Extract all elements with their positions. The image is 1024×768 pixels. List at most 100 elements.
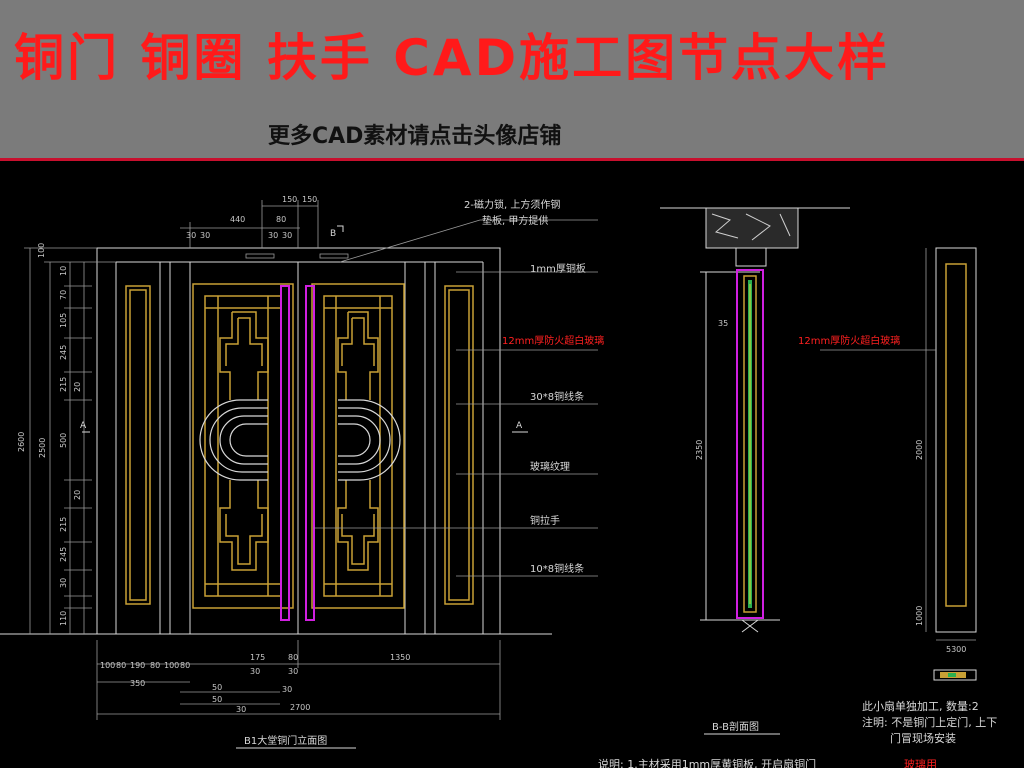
top-dim-30a: 30 — [186, 231, 196, 240]
ceiling-block — [705, 207, 799, 249]
bb-section: 35 2350 B-B剖面图 — [660, 207, 850, 735]
callout-strip-10: 10*8铜线条 — [530, 562, 584, 575]
callout-copper-plate: 1mm厚铜板 — [530, 262, 586, 275]
bottom-dim-100a: 100 — [100, 661, 115, 670]
note-line-2: 注明: 不是铜门上定门, 上下 — [862, 715, 997, 729]
bottom-dim-labels: 100 80 190 80 100 80 175 80 1350 350 30 … — [100, 653, 410, 714]
top-dimension-chain — [180, 200, 349, 259]
bottom-dim-30d: 30 — [236, 705, 246, 714]
callout-magnet-lock-2: 垫板, 甲方提供 — [482, 214, 548, 227]
dim-total-label: 2600 — [17, 432, 26, 452]
side-dim-height: 2000 — [915, 440, 924, 460]
left-leaf-ring-ornament — [199, 399, 268, 481]
right-side-panel — [444, 285, 474, 605]
dim-label-1: 10 — [59, 266, 68, 276]
left-ring-arc-1 — [199, 399, 268, 481]
left-leaf-outer — [192, 283, 294, 609]
dim-inner-label: 2500 — [38, 438, 47, 458]
right-leaf-fret-bottom — [337, 480, 379, 571]
note-bottom: 说明: 1.主材采用1mm厚黄铜板, 开启扇铜门 — [598, 757, 816, 768]
bottom-dim-80c: 80 — [180, 661, 190, 670]
callout-handle: 铜拉手 — [530, 514, 560, 527]
dim-label-10: 245 — [59, 547, 68, 562]
left-dimension-chain — [24, 247, 116, 634]
section-frame-magenta — [736, 269, 764, 619]
callout-labels: 2-磁力锁, 上方须作钢 垫板, 甲方提供 1mm厚铜板 12mm厚防火超白玻璃… — [464, 198, 604, 575]
bottom-dim-350: 350 — [130, 679, 145, 688]
left-leaf-inner — [204, 295, 282, 597]
section-mark-a-right: A — [516, 421, 523, 431]
right-side-panel-inner — [448, 289, 470, 601]
top-dim-440: 440 — [230, 215, 245, 224]
door-handles — [280, 285, 315, 621]
right-leaf-outer — [311, 283, 405, 609]
section-mark-b: B — [330, 229, 336, 239]
side-fire-glass: 12mm厚防火超白玻璃 — [798, 334, 900, 347]
dim-label-5: 215 — [59, 377, 68, 392]
left-ring-arc-3 — [219, 415, 268, 465]
bottom-dim-30a: 30 — [250, 667, 260, 676]
elevation-caption: B1大堂铜门立面图 — [244, 734, 327, 747]
callout-glass-pattern: 玻璃纹理 — [530, 460, 570, 473]
right-ring-arc-3 — [338, 415, 381, 465]
dim-label-9: 215 — [59, 517, 68, 532]
small-leaf-plan — [933, 669, 977, 681]
bottom-dim-100b: 100 — [164, 661, 179, 670]
bottom-dim-30b: 30 — [288, 667, 298, 676]
callout-magnet-lock: 2-磁力锁, 上方须作钢 — [464, 198, 560, 211]
side-dim-width: 5300 — [946, 645, 966, 654]
dim-label-2: 70 — [59, 290, 68, 300]
side-copper-panel — [945, 263, 967, 607]
small-leaf-plan-glass — [948, 673, 956, 677]
left-leaf-fret-bottom-inner — [225, 514, 263, 565]
side-glass-panels — [125, 285, 474, 605]
dim-label-7: 500 — [59, 433, 68, 448]
banner-subtitle: 更多CAD素材请点击头像店铺 — [268, 124, 562, 149]
callout-strip-30: 30*8铜线条 — [530, 390, 584, 403]
bottom-dim-30c: 30 — [282, 685, 292, 694]
bottom-dim-80b: 80 — [150, 661, 160, 670]
leader-magnet-lock — [339, 219, 598, 263]
top-dim-labels: 150 150 440 80 30 30 30 30 — [186, 195, 317, 240]
callout-fire-glass: 12mm厚防火超白玻璃 — [502, 334, 604, 347]
bottom-dim-50b: 50 — [212, 695, 222, 704]
bottom-dim-50a: 50 — [212, 683, 222, 692]
bottom-dimension-chain — [96, 640, 501, 720]
bottom-dim-190: 190 — [130, 661, 145, 670]
dim-label-6: 20 — [73, 382, 82, 392]
side-frame — [935, 247, 977, 633]
right-leaf-inner — [323, 295, 393, 597]
left-leaf-fret-bottom — [219, 480, 269, 571]
door-elevation — [0, 247, 552, 635]
right-leaf-fret-top — [337, 311, 379, 400]
bottom-dim-80d: 80 — [288, 653, 298, 662]
bottom-dim-80a: 80 — [116, 661, 126, 670]
bottom-dim-1350: 1350 — [390, 653, 410, 662]
left-ring-arc-2 — [209, 407, 268, 473]
note-bottom-red: 玻璃用 — [904, 757, 937, 768]
dim-label-3: 105 — [59, 313, 68, 328]
section-marks: B A A — [80, 229, 523, 431]
top-dim-30c: 30 — [268, 231, 278, 240]
bottom-dim-175: 175 — [250, 653, 265, 662]
dim-label-8: 20 — [73, 490, 82, 500]
section-dim-height: 2350 — [695, 440, 704, 460]
section-mark-lines — [82, 225, 528, 433]
section-mark-b-arrow — [337, 225, 344, 232]
right-leaf-fret-top-inner — [341, 317, 375, 366]
left-ring-arc-4 — [229, 423, 268, 457]
top-dim-30b: 30 — [200, 231, 210, 240]
left-leaf-fret-top — [219, 311, 269, 400]
bottom-dim-2700: 2700 — [290, 703, 310, 712]
right-leaf-ring-ornament — [338, 399, 401, 481]
top-dim-150b: 150 — [302, 195, 317, 204]
title-banner: 铜门 铜圈 扶手 CAD施工图节点大样 更多CAD素材请点击头像店铺 — [0, 0, 1024, 161]
dim-label-4: 245 — [59, 345, 68, 360]
dim-label-11: 30 — [59, 578, 68, 588]
right-ring-arc-4 — [338, 423, 371, 457]
right-ring-arc-1 — [338, 399, 401, 481]
note-line-1: 此小扇单独加工, 数量:2 — [862, 699, 979, 713]
right-leaf-fret-bottom-inner — [341, 514, 375, 565]
